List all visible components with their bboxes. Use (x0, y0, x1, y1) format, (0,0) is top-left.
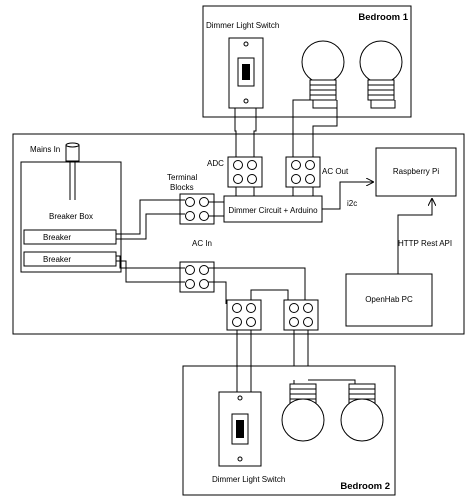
terminal-block (283, 299, 319, 331)
dimmer-switch-bottom (218, 391, 262, 467)
adc-terminal-block (227, 156, 263, 188)
raspberry-pi: Raspberry Pi (375, 147, 457, 197)
terminal-blocks-label-2: Blocks (170, 183, 194, 192)
terminal-blocks-label-1: Terminal (167, 173, 197, 182)
terminal-block (179, 193, 215, 225)
breaker-1 (23, 229, 117, 245)
ac-out-terminal-block (285, 156, 321, 188)
dimmer-circuit-arduino: Dimmer Circuit + Arduino (223, 195, 323, 223)
dimmer-circuit-label: Dimmer Circuit + Arduino (228, 206, 318, 215)
breaker-box: Breaker Box Breaker Breaker (20, 161, 122, 273)
mains-in-label: Mains In (30, 145, 60, 154)
bedroom-1-label: Bedroom 1 (358, 12, 408, 23)
terminal-block (226, 299, 262, 331)
breaker-2 (23, 251, 117, 267)
bedroom-2-room: Bedroom 2 Dimmer Light Switch (182, 365, 396, 496)
adc-label: ADC (207, 159, 224, 168)
http-rest-api-label: HTTP Rest API (398, 239, 452, 248)
light-bulb-icon (340, 383, 384, 442)
light-bulb-icon (301, 40, 345, 101)
breaker-2-label: Breaker (43, 255, 71, 264)
bedroom-1-room: Bedroom 1 Dimmer Light Switch (202, 5, 412, 118)
light-bulb-icon (359, 40, 403, 101)
ac-in-terminal-block (179, 261, 215, 293)
raspberry-pi-label: Raspberry Pi (393, 167, 439, 176)
breaker-box-label: Breaker Box (49, 212, 93, 221)
ac-out-label: AC Out (322, 167, 349, 176)
light-bulb-icon (281, 383, 325, 442)
openhab-pc: OpenHab PC (345, 273, 433, 327)
breaker-1-label: Breaker (43, 233, 71, 242)
dimmer-switch-label-bottom: Dimmer Light Switch (212, 475, 285, 484)
mains-in-plug-icon (65, 142, 80, 162)
i2c-label: i2c (347, 199, 357, 208)
openhab-pc-label: OpenHab PC (365, 295, 413, 304)
dimmer-switch-label-top: Dimmer Light Switch (206, 21, 279, 30)
ac-in-label: AC In (192, 239, 212, 248)
dimmer-switch-top (228, 37, 264, 109)
bedroom-2-label: Bedroom 2 (340, 481, 390, 492)
